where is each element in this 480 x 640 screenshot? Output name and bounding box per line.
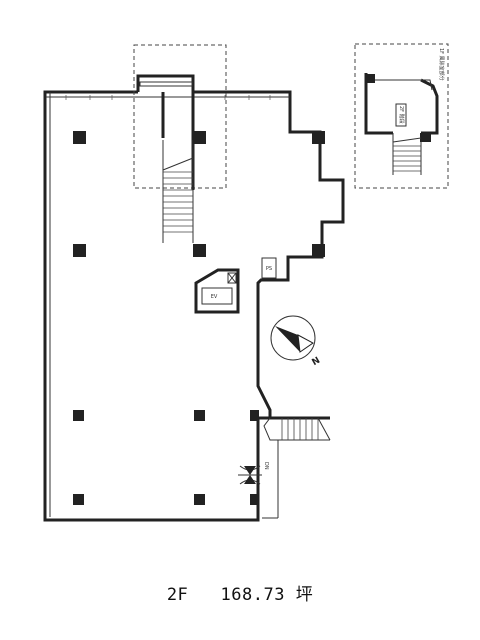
column [73,410,84,421]
ps-shaft: PS [261,257,277,279]
column [194,410,205,421]
columns [73,131,325,505]
area-value: 168.73 [220,585,285,605]
dimension-ticks [65,95,271,100]
column [250,410,259,421]
inset-plan: 2F 階段 1F 風除室部分 [354,43,449,189]
floor-label: 2F [166,585,189,605]
inset-room-label: 2F 階段 [398,106,405,124]
dn-label: DN [263,462,269,470]
stair-enclosure-dashed [133,44,227,189]
side-staircase: DN [262,416,331,519]
entrance-door [238,465,262,485]
column [194,494,205,505]
column [73,244,86,257]
inset-label: 1F 風除室部分 [438,48,445,81]
north-arrow: N [270,315,323,368]
ps-label: PS [266,266,272,272]
outer-wall [43,74,345,522]
column [193,244,206,257]
column [193,131,206,144]
floor-area-caption: 2F 168.73 坪 [0,580,480,605]
main-staircase [162,140,194,243]
area-unit: 坪 [295,585,314,605]
elevator: EV [194,268,240,314]
inset-frame [354,43,449,189]
column [312,131,325,144]
north-label: N [311,356,323,368]
column [73,494,84,505]
column [250,494,259,505]
column [73,131,86,144]
column [312,244,325,257]
ev-label: EV [211,294,218,300]
